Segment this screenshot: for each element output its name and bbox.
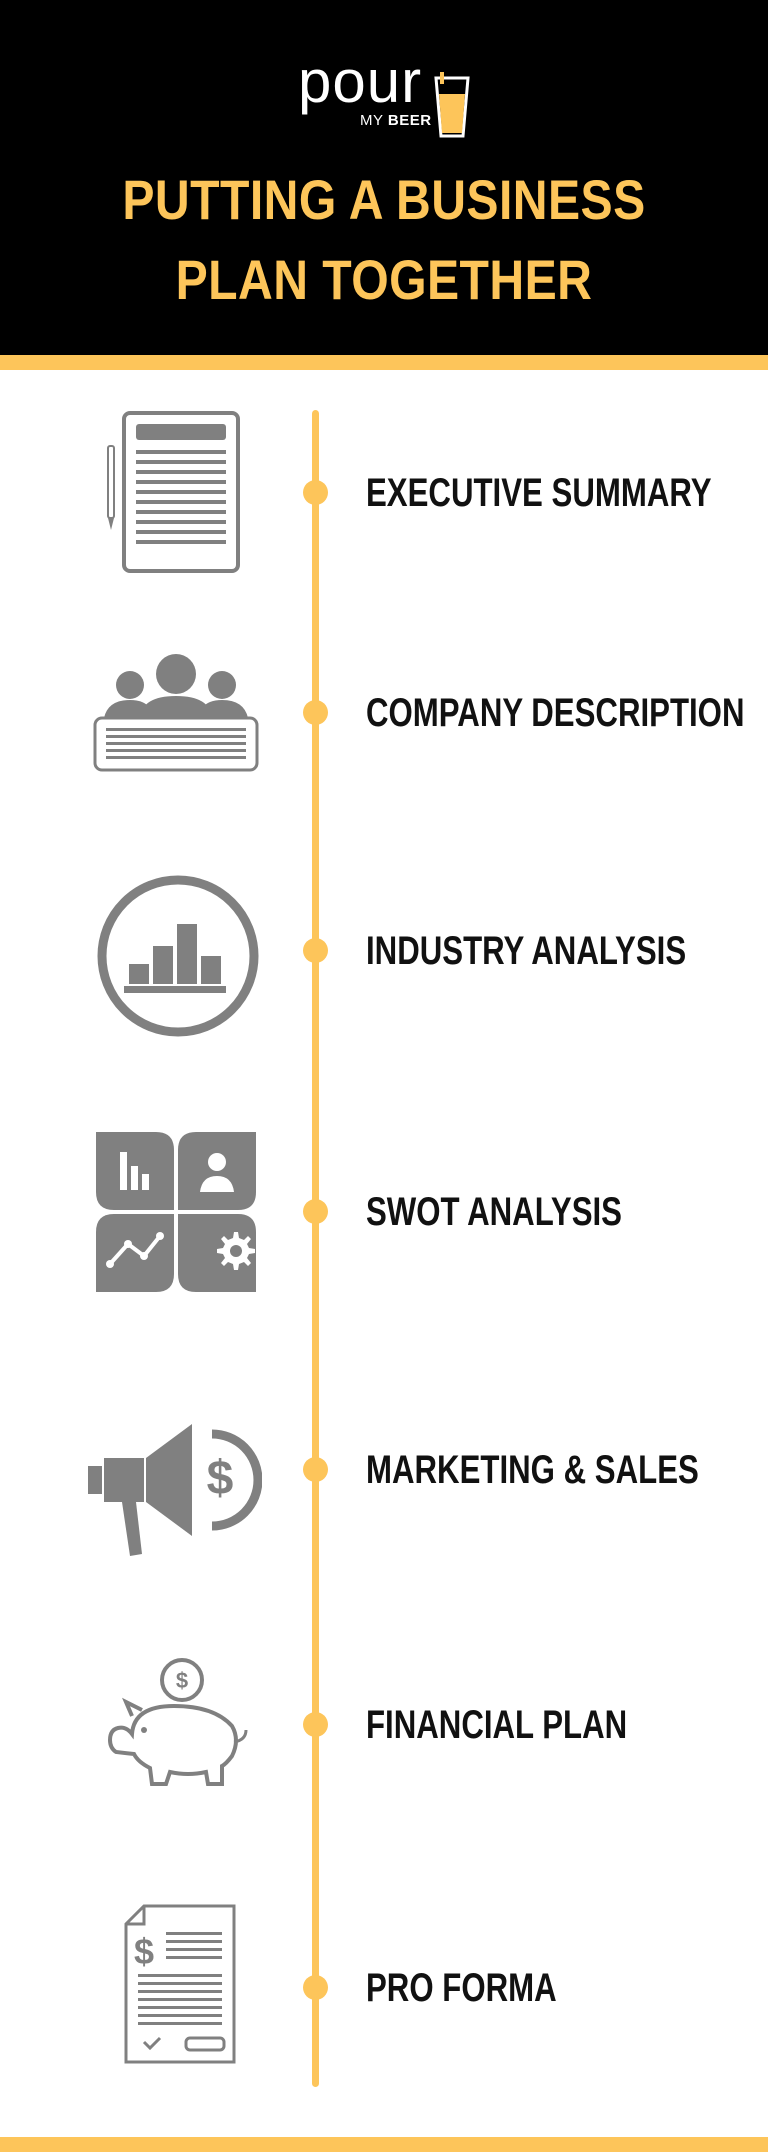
timeline-dot — [303, 1975, 328, 2000]
step-label-industry-analysis: INDUSTRY ANALYSIS — [366, 929, 687, 973]
timeline-dot — [303, 700, 328, 725]
invoice-dollar-sign: $ — [134, 1931, 154, 1972]
piggy-bank-icon: $ — [104, 1656, 250, 1798]
step-label-executive-summary: EXECUTIVE SUMMARY — [366, 471, 712, 515]
timeline-dot — [303, 938, 328, 963]
footer-accent-band — [0, 2137, 768, 2152]
header-accent-band — [0, 355, 768, 370]
swot-grid-icon — [96, 1132, 256, 1292]
step-label-financial-plan: FINANCIAL PLAN — [366, 1703, 628, 1747]
logo-tagline-my: MY — [360, 112, 388, 129]
beer-glass-icon — [434, 70, 470, 143]
step-label-swot-analysis: SWOT ANALYSIS — [366, 1190, 622, 1234]
timeline-dot — [303, 1199, 328, 1224]
megaphone-dollar-icon: $ — [86, 1420, 262, 1560]
logo-tagline: MY BEER — [360, 112, 432, 129]
timeline-line — [312, 410, 319, 2087]
invoice-icon: $ — [122, 1904, 238, 2064]
page-title-line-2: PLAN TOGETHER — [175, 248, 593, 311]
bar-chart-cycle-icon — [96, 874, 260, 1038]
logo-wordmark: pour — [298, 48, 423, 115]
team-icon — [92, 650, 260, 774]
step-label-pro-forma: PRO FORMA — [366, 1966, 557, 2010]
timeline-dot — [303, 1457, 328, 1482]
timeline-dot — [303, 480, 328, 505]
coin-dollar-sign: $ — [176, 1668, 188, 1693]
logo-tagline-beer: BEER — [387, 112, 432, 129]
dollar-sign: $ — [207, 1452, 234, 1505]
step-label-marketing-sales: MARKETING & SALES — [366, 1448, 699, 1492]
timeline-dot — [303, 1712, 328, 1737]
page-title-line-1: PUTTING A BUSINESS — [122, 168, 646, 231]
step-label-company-description: COMPANY DESCRIPTION — [366, 691, 745, 735]
document-icon — [104, 410, 244, 576]
header — [0, 0, 768, 355]
